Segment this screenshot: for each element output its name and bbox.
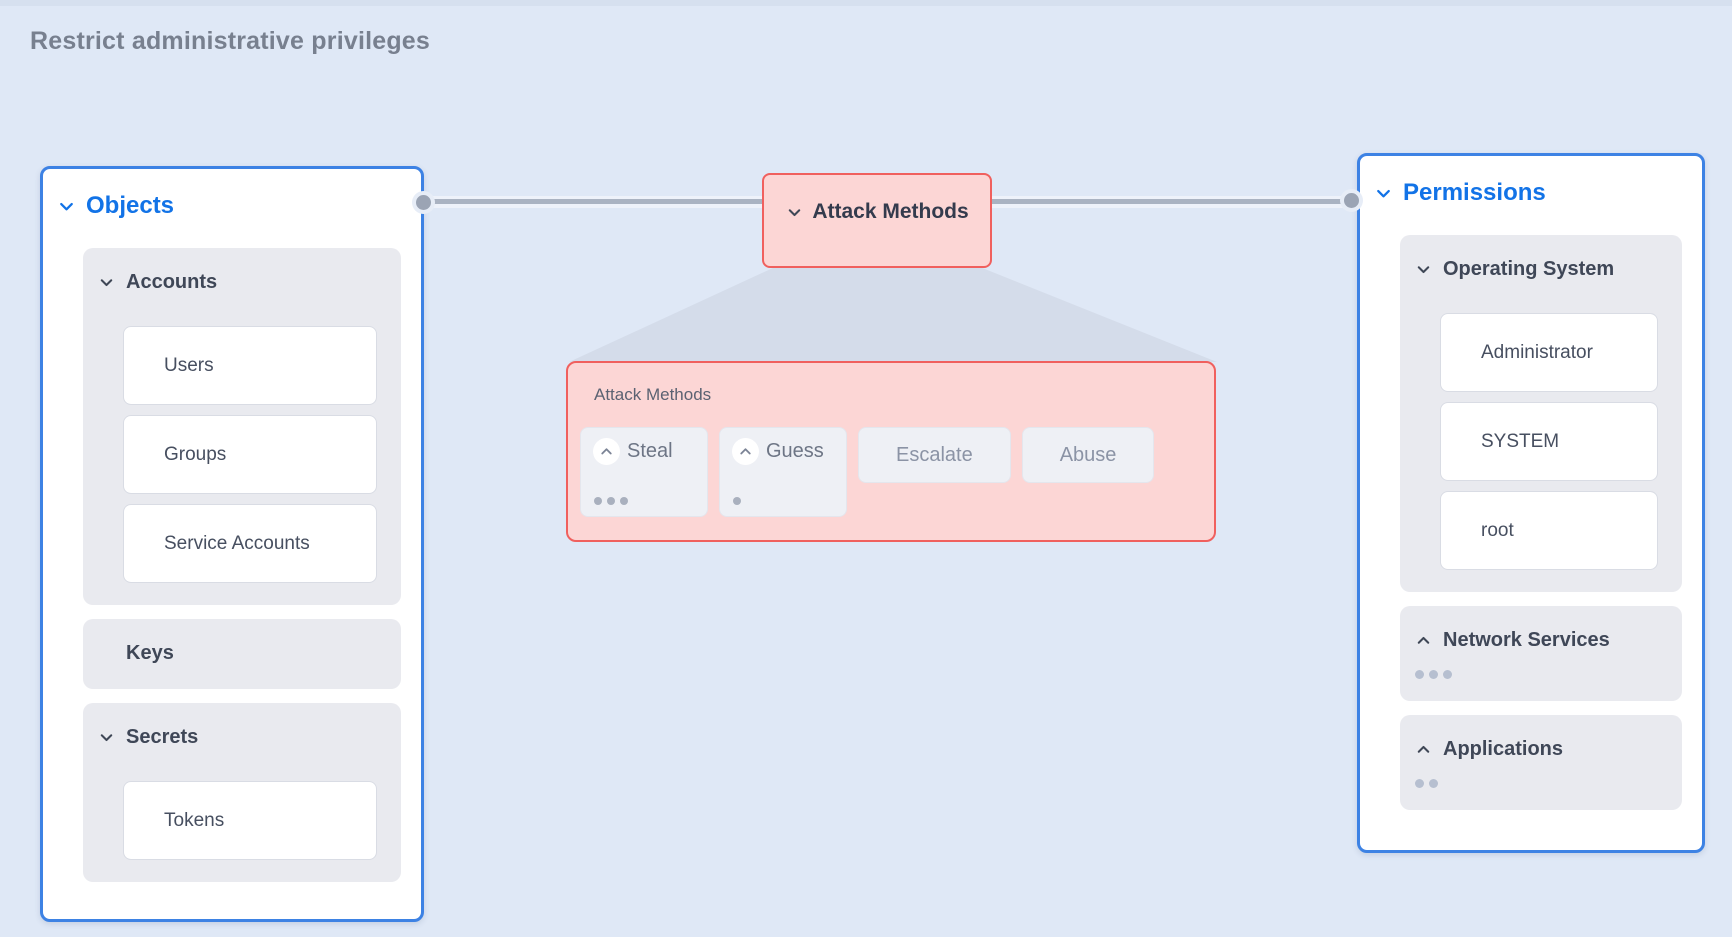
- section-label: Accounts: [126, 270, 218, 293]
- section-keys: Keys: [83, 619, 401, 689]
- item-label: Groups: [164, 443, 227, 465]
- hidden-items-dots: [1415, 779, 1662, 788]
- method-card-steal[interactable]: Steal: [580, 427, 708, 517]
- page-title: Restrict administrative privileges: [30, 27, 431, 55]
- attack-node-header: Attack Methods: [785, 198, 969, 226]
- permissions-panel-header[interactable]: Permissions: [1373, 179, 1686, 207]
- item-card-groups[interactable]: Groups: [123, 415, 377, 494]
- section-label: Network Services: [1443, 628, 1610, 651]
- section-label: Operating System: [1443, 257, 1615, 280]
- item-label: root: [1481, 519, 1514, 541]
- method-label: Steal: [627, 440, 673, 462]
- method-label: Escalate: [896, 443, 973, 466]
- section-header-applications[interactable]: Applications: [1414, 735, 1662, 763]
- attack-methods-panel: Attack Methods Steal Guess Escalate Abuse: [566, 361, 1216, 542]
- attack-methods-node[interactable]: Attack Methods: [762, 173, 992, 268]
- dot: [607, 497, 615, 505]
- item-label: Administrator: [1481, 341, 1593, 363]
- method-label: Abuse: [1059, 443, 1117, 466]
- dot: [1415, 670, 1424, 679]
- section-header-network-services[interactable]: Network Services: [1414, 626, 1662, 654]
- item-label: SYSTEM: [1481, 430, 1560, 452]
- dot: [733, 497, 741, 505]
- item-card-root[interactable]: root: [1440, 491, 1658, 570]
- chevron-up-icon: [1414, 631, 1433, 650]
- method-card-header: Guess: [732, 438, 824, 465]
- method-card-guess[interactable]: Guess: [719, 427, 847, 517]
- chevron-down-icon: [1373, 183, 1394, 204]
- attack-panel-title: Attack Methods: [594, 385, 712, 404]
- dot: [1415, 779, 1424, 788]
- section-header-secrets[interactable]: Secrets: [97, 723, 381, 751]
- method-card-abuse[interactable]: Abuse: [1021, 427, 1155, 483]
- section-label: Keys: [126, 641, 174, 664]
- item-card-users[interactable]: Users: [123, 326, 377, 405]
- chevron-down-icon: [1414, 260, 1433, 279]
- section-label: Applications: [1443, 737, 1564, 760]
- dot: [1429, 670, 1438, 679]
- section-header-keys: Keys: [97, 639, 381, 667]
- objects-panel-header[interactable]: Objects: [56, 192, 405, 220]
- item-card-tokens[interactable]: Tokens: [123, 781, 377, 860]
- method-label: Guess: [766, 440, 824, 462]
- item-label: Tokens: [164, 809, 225, 831]
- item-card-service-accounts[interactable]: Service Accounts: [123, 504, 377, 583]
- connector-endpoint-left: [416, 195, 431, 210]
- item-card-system[interactable]: SYSTEM: [1440, 402, 1658, 481]
- top-edge-strip: [0, 0, 1732, 6]
- section-network-services: Network Services: [1400, 606, 1682, 701]
- connector-endpoint-right: [1344, 193, 1359, 208]
- chevron-down-icon: [56, 196, 77, 217]
- method-card-header: Steal: [593, 438, 685, 465]
- item-label: Service Accounts: [164, 532, 310, 554]
- attack-node-label: Attack Methods: [812, 200, 969, 223]
- chevron-down-icon: [97, 728, 116, 747]
- chevron-down-icon: [785, 203, 804, 222]
- section-header-operating-system[interactable]: Operating System: [1414, 255, 1662, 283]
- method-card-escalate[interactable]: Escalate: [858, 427, 1011, 483]
- item-card-administrator[interactable]: Administrator: [1440, 313, 1658, 392]
- section-label: Secrets: [126, 725, 199, 748]
- chevron-down-icon: [97, 273, 116, 292]
- hidden-items-dots: [1415, 670, 1662, 679]
- objects-panel-title: Objects: [86, 192, 175, 219]
- item-label: Users: [164, 354, 214, 376]
- dot: [620, 497, 628, 505]
- hidden-items-dots: [594, 497, 628, 505]
- chevron-up-icon[interactable]: [593, 438, 620, 465]
- attack-methods-list: Steal Guess Escalate Abuse: [580, 427, 1202, 517]
- section-applications: Applications: [1400, 715, 1682, 810]
- chevron-up-icon: [1414, 740, 1433, 759]
- chevron-up-icon[interactable]: [732, 438, 759, 465]
- dot: [594, 497, 602, 505]
- permissions-panel-title: Permissions: [1403, 179, 1546, 206]
- dot: [1443, 670, 1452, 679]
- section-header-accounts[interactable]: Accounts: [97, 268, 381, 296]
- expansion-beam: [569, 267, 1217, 362]
- dot: [1429, 779, 1438, 788]
- hidden-items-dots: [733, 497, 741, 505]
